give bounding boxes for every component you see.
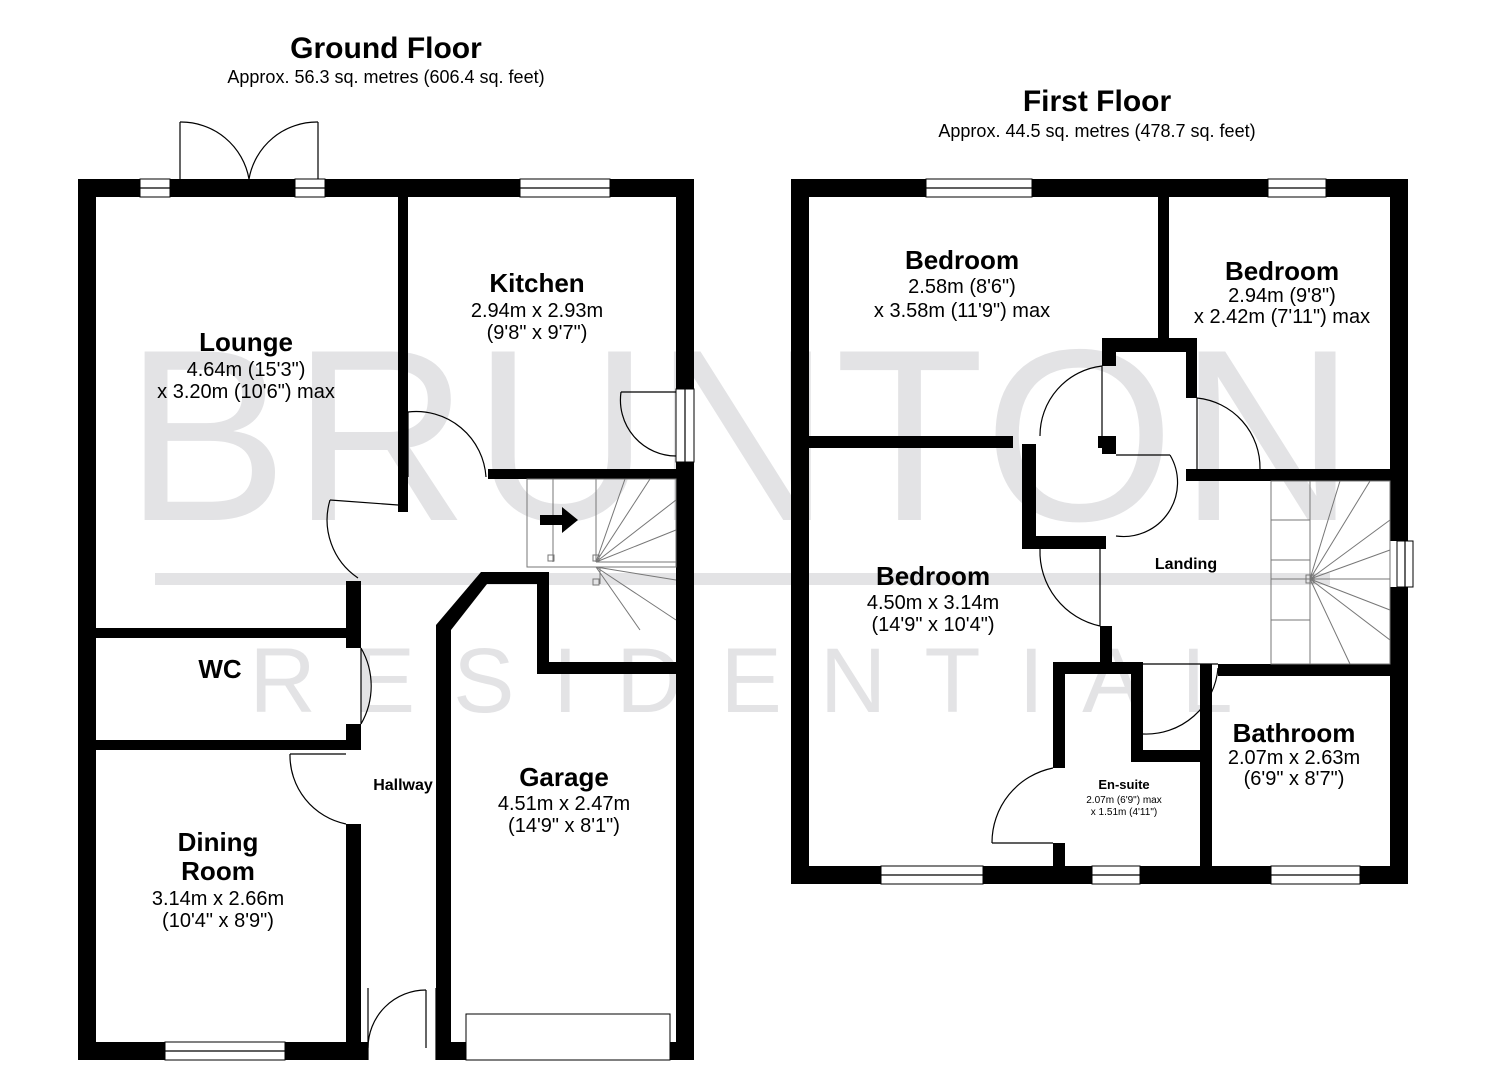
bedroom-main-door-icon — [1039, 548, 1101, 627]
cupboard-door-icon — [1115, 454, 1179, 538]
first-doors — [991, 365, 1261, 844]
wc-door-icon — [360, 647, 372, 725]
first-interior-walls — [809, 197, 1390, 884]
first-outer-walls — [791, 179, 1408, 884]
lounge-dim2: x 3.20m (10'6") max — [157, 381, 335, 403]
lounge-door-icon — [407, 410, 487, 478]
landing-name: Landing — [1155, 556, 1217, 573]
ensuite-dim1: 2.07m (6'9") max — [1086, 795, 1161, 806]
ground-stairs — [526, 478, 677, 631]
ground-floor: Ground Floor Approx. 56.3 sq. metres (60… — [78, 32, 695, 1061]
first-labels: Bedroom 2.58m (8'6") x 3.58m (11'9") max… — [867, 245, 1370, 818]
bedroom-front-right-name: Bedroom — [1225, 256, 1339, 286]
bedroom-front-right-dim1: 2.94m (9'8") — [1228, 285, 1336, 307]
ensuite-door-icon — [991, 767, 1054, 844]
dining-name-line1: Dining — [178, 827, 259, 857]
garage-dim2: (14'9" x 8'1") — [508, 815, 620, 837]
dining-dim1: 3.14m x 2.66m — [152, 888, 284, 910]
garage-door-icon — [465, 1013, 671, 1061]
first-floor-area: Approx. 44.5 sq. metres (478.7 sq. feet) — [938, 121, 1255, 141]
bedroom-main-name: Bedroom — [876, 561, 990, 591]
bedroom-front-left-dim2: x 3.58m (11'9") max — [874, 300, 1050, 322]
garage-name: Garage — [519, 762, 609, 792]
bedroom-left-door-icon — [1039, 365, 1103, 437]
watermark-rule — [155, 573, 1330, 585]
ensuite-dim2: x 1.51m (4'11") — [1091, 807, 1157, 818]
lounge-name: Lounge — [199, 327, 293, 357]
first-windows — [880, 178, 1414, 885]
bathroom-name: Bathroom — [1233, 718, 1356, 748]
wc-name: WC — [198, 654, 242, 684]
dining-dim2: (10'4" x 8'9") — [162, 910, 274, 932]
bedroom-front-left-dim1: 2.58m (8'6") — [908, 276, 1016, 298]
ground-interior-walls — [96, 197, 676, 1060]
ground-doors — [289, 391, 677, 1061]
front-door-icon — [367, 988, 437, 1060]
bedroom-main-dim1: 4.50m x 3.14m — [867, 592, 999, 614]
ground-labels: Lounge 4.64m (15'3") x 3.20m (10'6") max… — [152, 268, 630, 932]
ground-floor-title: Ground Floor — [290, 32, 482, 65]
kitchen-door-icon — [619, 391, 677, 457]
kitchen-dim2: (9'8" x 9'7") — [487, 322, 588, 344]
bedroom-main-dim2: (14'9" x 10'4") — [871, 614, 994, 636]
dining-name-line2: Room — [181, 856, 255, 886]
bedroom-right-door-icon — [1196, 397, 1261, 470]
kitchen-dim1: 2.94m x 2.93m — [471, 300, 603, 322]
french-doors-icon — [179, 121, 319, 180]
hallway-name: Hallway — [373, 777, 433, 794]
dining-door-icon — [289, 753, 347, 825]
bathroom-dim1: 2.07m x 2.63m — [1228, 747, 1360, 769]
ground-floor-area: Approx. 56.3 sq. metres (606.4 sq. feet) — [227, 67, 544, 87]
first-floor: First Floor Approx. 44.5 sq. metres (478… — [791, 85, 1414, 885]
hall-door-icon — [326, 499, 399, 579]
lounge-dim1: 4.64m (15'3") — [187, 359, 306, 381]
watermark-sub: RESIDENTIAL — [249, 630, 1270, 732]
kitchen-name: Kitchen — [489, 268, 584, 298]
first-stairs — [1270, 480, 1391, 665]
first-floor-title: First Floor — [1023, 85, 1172, 118]
bathroom-dim2: (6'9" x 8'7") — [1244, 768, 1345, 790]
bathroom-door-icon — [1142, 663, 1219, 735]
bedroom-front-right-dim2: x 2.42m (7'11") max — [1194, 306, 1370, 328]
stair-arrow-icon — [540, 507, 578, 533]
garage-dim1: 4.51m x 2.47m — [498, 793, 630, 815]
ground-windows — [139, 178, 695, 1061]
watermark: BRUNTON RESIDENTIAL — [125, 298, 1356, 732]
ensuite-name: En-suite — [1098, 777, 1149, 792]
bedroom-front-left-name: Bedroom — [905, 245, 1019, 275]
